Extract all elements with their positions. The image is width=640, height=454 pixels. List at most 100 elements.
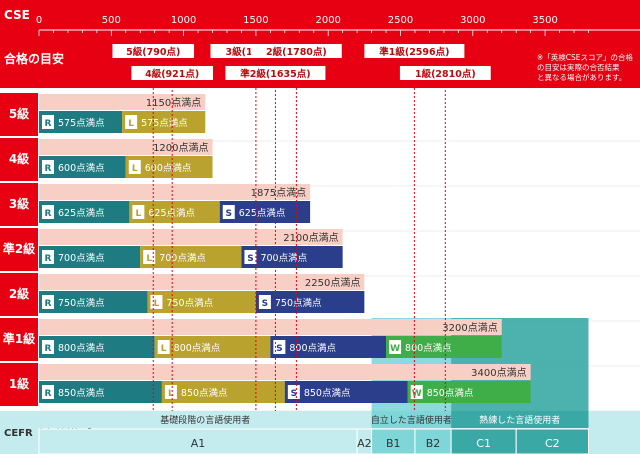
cefr-level-label: C1 [476,437,491,450]
target-note-line: と異なる場合があります。 [537,72,626,82]
skill-badge [389,340,402,354]
total-bar [39,139,213,155]
segment-l [161,381,285,403]
segment-r [39,381,162,403]
tick-label-2000: 2000 [315,15,340,26]
total-label: 1200点満点 [153,142,208,154]
total-label: 1875点満点 [251,187,306,199]
segment-label: 800点満点 [405,343,452,354]
segment-label: 800点満点 [174,343,221,354]
segment-label: 600点満点 [145,163,192,174]
segment-s [219,201,311,223]
marker-label-box [250,44,342,58]
cefr-level-label: A1 [191,437,206,450]
skill-badge [244,250,257,264]
segment-r [39,156,126,178]
grade-label-cell [0,363,38,406]
grade-label: 4級 [9,151,29,166]
marker-label-box [225,66,326,80]
skill-badge-letter: R [45,209,52,219]
target-note-line: の目安は実際の合否結果 [537,62,620,72]
grade-label-cell [0,318,38,361]
skill-badge-letter: R [45,254,52,264]
grade-label-cell [0,273,38,316]
cefr-level-label: A2 [357,437,372,450]
skill-badge-letter: L [168,389,174,399]
axis-title: CSE [4,8,30,22]
segment-r [39,201,130,223]
segment-s [255,291,365,313]
skill-badge [157,340,170,354]
total-label: 1150点満点 [146,97,201,109]
skill-badge [42,385,54,399]
skill-badge-letter: W [390,344,400,354]
segment-r [39,246,141,268]
segment-l [140,246,242,268]
skill-badge [42,250,54,264]
segment-label: 700点満点 [58,253,105,264]
skill-badge-letter: L [161,344,167,354]
segment-label: 575点満点 [58,118,105,129]
total-label: 3400点満点 [471,367,526,379]
tick-label-500: 500 [102,15,121,26]
skill-badge [164,385,177,399]
marker-label-box [364,44,465,58]
segment-r [39,291,148,313]
total-label: 2100点満点 [283,232,338,244]
segment-label: 625点満点 [58,208,105,219]
segment-label: 700点満点 [159,253,206,264]
skill-badge-letter: S [226,209,232,219]
skill-badge-letter: R [45,164,52,174]
target-section-label: 合格の目安 [4,51,64,66]
segment-label: 600点満点 [58,163,105,174]
skill-badge-letter: L [154,299,160,309]
segment-label: 800点満点 [58,343,105,354]
skill-badge [128,160,141,174]
grade-label: 2級 [9,286,29,301]
skill-badge-letter: L [132,164,138,174]
marker-label-box [131,66,213,80]
marker-label-box [112,44,195,58]
skill-badge [258,295,271,309]
skill-badge-letter: R [45,389,52,399]
tick-label-3500: 3500 [532,15,557,26]
skill-badge [42,340,54,354]
skill-badge-letter: R [45,299,52,309]
segment-s [284,381,408,403]
skill-badge-letter: S [291,389,297,399]
tick-label-2500: 2500 [388,15,413,26]
segment-label: 750点満点 [58,298,105,309]
segment-s [241,246,343,268]
cefr-level-band [38,428,358,454]
grade-label: 準2級 [3,241,35,256]
skill-badge [42,115,54,129]
cefr-level-band [450,428,517,454]
cefr-level-band [515,428,589,454]
marker-lines-layer [152,56,446,411]
segment-l [122,111,206,133]
skill-badge-letter: L [136,209,142,219]
segment-label: 625点満点 [148,208,195,219]
segment-label: 850点満点 [304,388,351,399]
marker-label: 1級(2810点) [415,68,476,80]
tick-label-3000: 3000 [460,15,485,26]
cefr-group-band [371,411,452,428]
segment-l [154,336,271,358]
cefr-group-label: 自立した言語使用者 [371,414,452,426]
segment-label: 625点満点 [239,208,286,219]
skill-badge [273,340,286,354]
segment-label: 800点満点 [289,343,336,354]
tick-label-0: 0 [36,15,42,26]
grade-label-cell [0,138,38,181]
cefr-group-label: 熟練した言語使用者 [479,414,560,426]
grade-label-cell [0,93,38,136]
cefr-level-label: B2 [426,437,441,450]
skill-badge-letter: S [247,254,253,264]
segment-w [386,336,502,358]
target-note-line: ※「英検CSEスコア」の合格 [537,52,634,62]
cefr-group-band [451,411,589,428]
cefr-level-label: B1 [386,437,401,450]
segment-label: 575点満点 [141,118,188,129]
skill-badge [143,250,156,264]
